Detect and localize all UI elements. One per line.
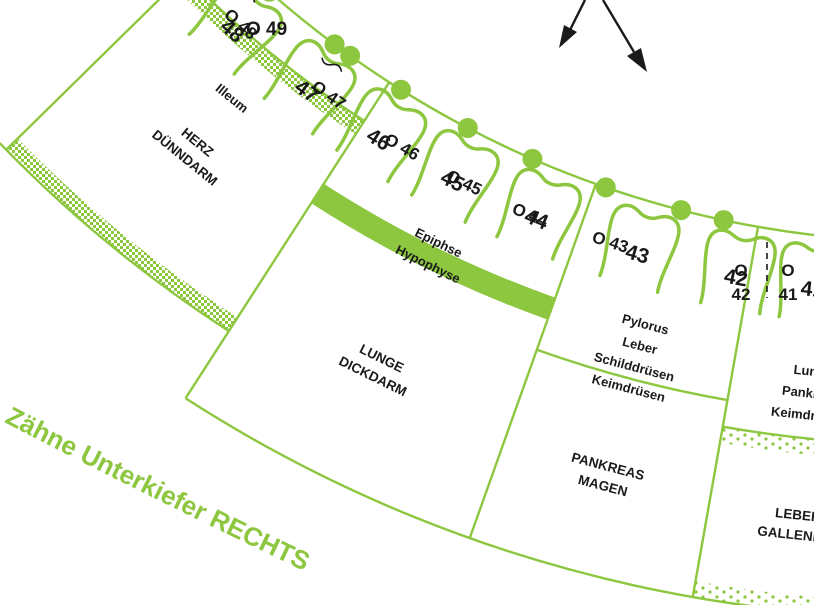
organ-band-stripe-inner [311,184,555,320]
acupuncture-point-dot [595,177,616,198]
sector-label: Lunge [793,362,814,381]
organ-band [692,426,814,605]
point-label: 42 [732,285,751,304]
band-inner-arc [322,183,556,301]
point-label: O [734,261,747,280]
band-inner-arc [722,425,814,441]
organ-band [469,349,728,598]
point-label-49: O 49 [246,19,287,40]
acupuncture-point-dot [391,79,412,100]
acupuncture-point-dot [324,34,345,55]
sector-label: Leber [621,334,659,358]
acupuncture-point-dot [713,210,734,231]
tooth-number: 41 [799,277,814,303]
point-pair-tie [235,0,256,3]
point-pair-tie [321,57,343,72]
organ-band-stripe-outer [692,581,814,605]
band-inner-arc [208,0,365,122]
tooth-icon [777,241,814,326]
tooth-number: 42 [722,265,749,292]
acupuncture-point-dot [522,148,543,169]
organ-band-area [692,426,814,605]
arrow-down-left-icon [559,0,587,48]
sector-label: Pylorus [621,311,671,338]
sector-divider [184,81,391,399]
tooth-icon [495,167,582,261]
point-label: O [781,261,794,280]
organ-band-label: LEBER [774,505,814,525]
band-outer-arc [184,397,753,605]
organ-band-stripe-outer [6,138,238,332]
tooth-icon [698,228,777,316]
sector-divider [468,183,598,539]
sector-label: Pankreas [781,383,814,404]
arrow-down-right-icon [601,0,647,72]
tooth-42-outline: 42 [698,228,777,316]
teeth-arc [277,0,814,237]
acupuncture-point-dot [671,200,692,221]
arrows [559,0,647,72]
organ-band-area [469,349,728,598]
organ-band [185,184,555,539]
organ-band-stripe-inner [719,426,814,456]
tooth-icon [187,0,284,76]
acupuncture-point-dot [340,45,361,66]
tooth-41-outline: 41 [777,241,814,326]
acupuncture-points [235,0,768,298]
tooth-icon [335,87,428,184]
tooth-icon [410,129,500,224]
tooth-icon [262,38,357,136]
acupuncture-point-dot [263,0,275,2]
band-inner-arc [536,348,728,402]
point-label: O 43 [590,227,631,256]
point-label: O 45 [443,166,484,199]
organ-band-stripe-inner [187,0,365,135]
sector-divider [691,226,760,598]
sector-divider [5,0,161,151]
point-label: 41 [779,285,798,304]
sector-label: Keimdrüsen [770,404,814,427]
tooth-icon [598,203,681,294]
acupuncture-point-dot [457,117,478,138]
